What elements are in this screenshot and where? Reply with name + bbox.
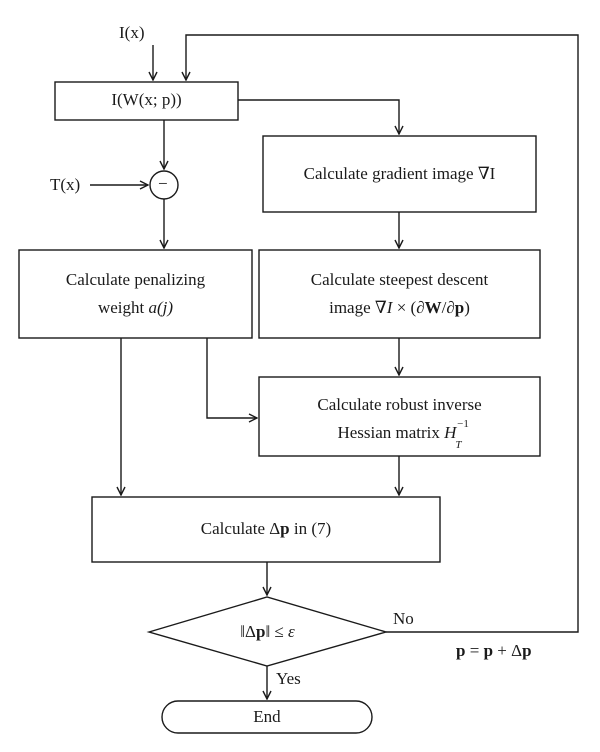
- subtract-symbol: −: [158, 174, 168, 193]
- hessian-label: Calculate robust inverse Hessian matrix …: [317, 395, 482, 452]
- hessian-symbol: HT−1: [444, 418, 469, 452]
- end-terminal: [161, 700, 373, 734]
- update-rule-label: p = p + Δp: [456, 641, 532, 660]
- input-image-label: I(x): [119, 23, 145, 42]
- warp-box: [54, 81, 239, 121]
- gradient-label: Calculate gradient image ∇I: [303, 164, 496, 183]
- penalizing-weight-label: Calculate penalizing weight a(j): [65, 270, 206, 317]
- arrow-loop-back: [186, 34, 579, 633]
- delta-p-box: [91, 496, 441, 563]
- arrow-weight-to-hessian: [206, 338, 257, 418]
- yes-edge-label: Yes: [276, 669, 301, 688]
- delta-p-label: Calculate Δp in (7): [200, 519, 332, 538]
- decision-label: ‖Δp‖ ≤ ε: [240, 622, 295, 641]
- no-edge-label: No: [393, 609, 414, 628]
- template-label: T(x): [50, 175, 81, 194]
- arrow-warp-to-gradient: [238, 99, 399, 134]
- steepest-descent-label: Calculate steepest descent image ∇I × (∂…: [310, 270, 489, 317]
- end-label: End: [253, 707, 281, 726]
- penalizing-weight-box: [18, 249, 253, 339]
- warp-label: I(W(x; p)): [111, 90, 182, 109]
